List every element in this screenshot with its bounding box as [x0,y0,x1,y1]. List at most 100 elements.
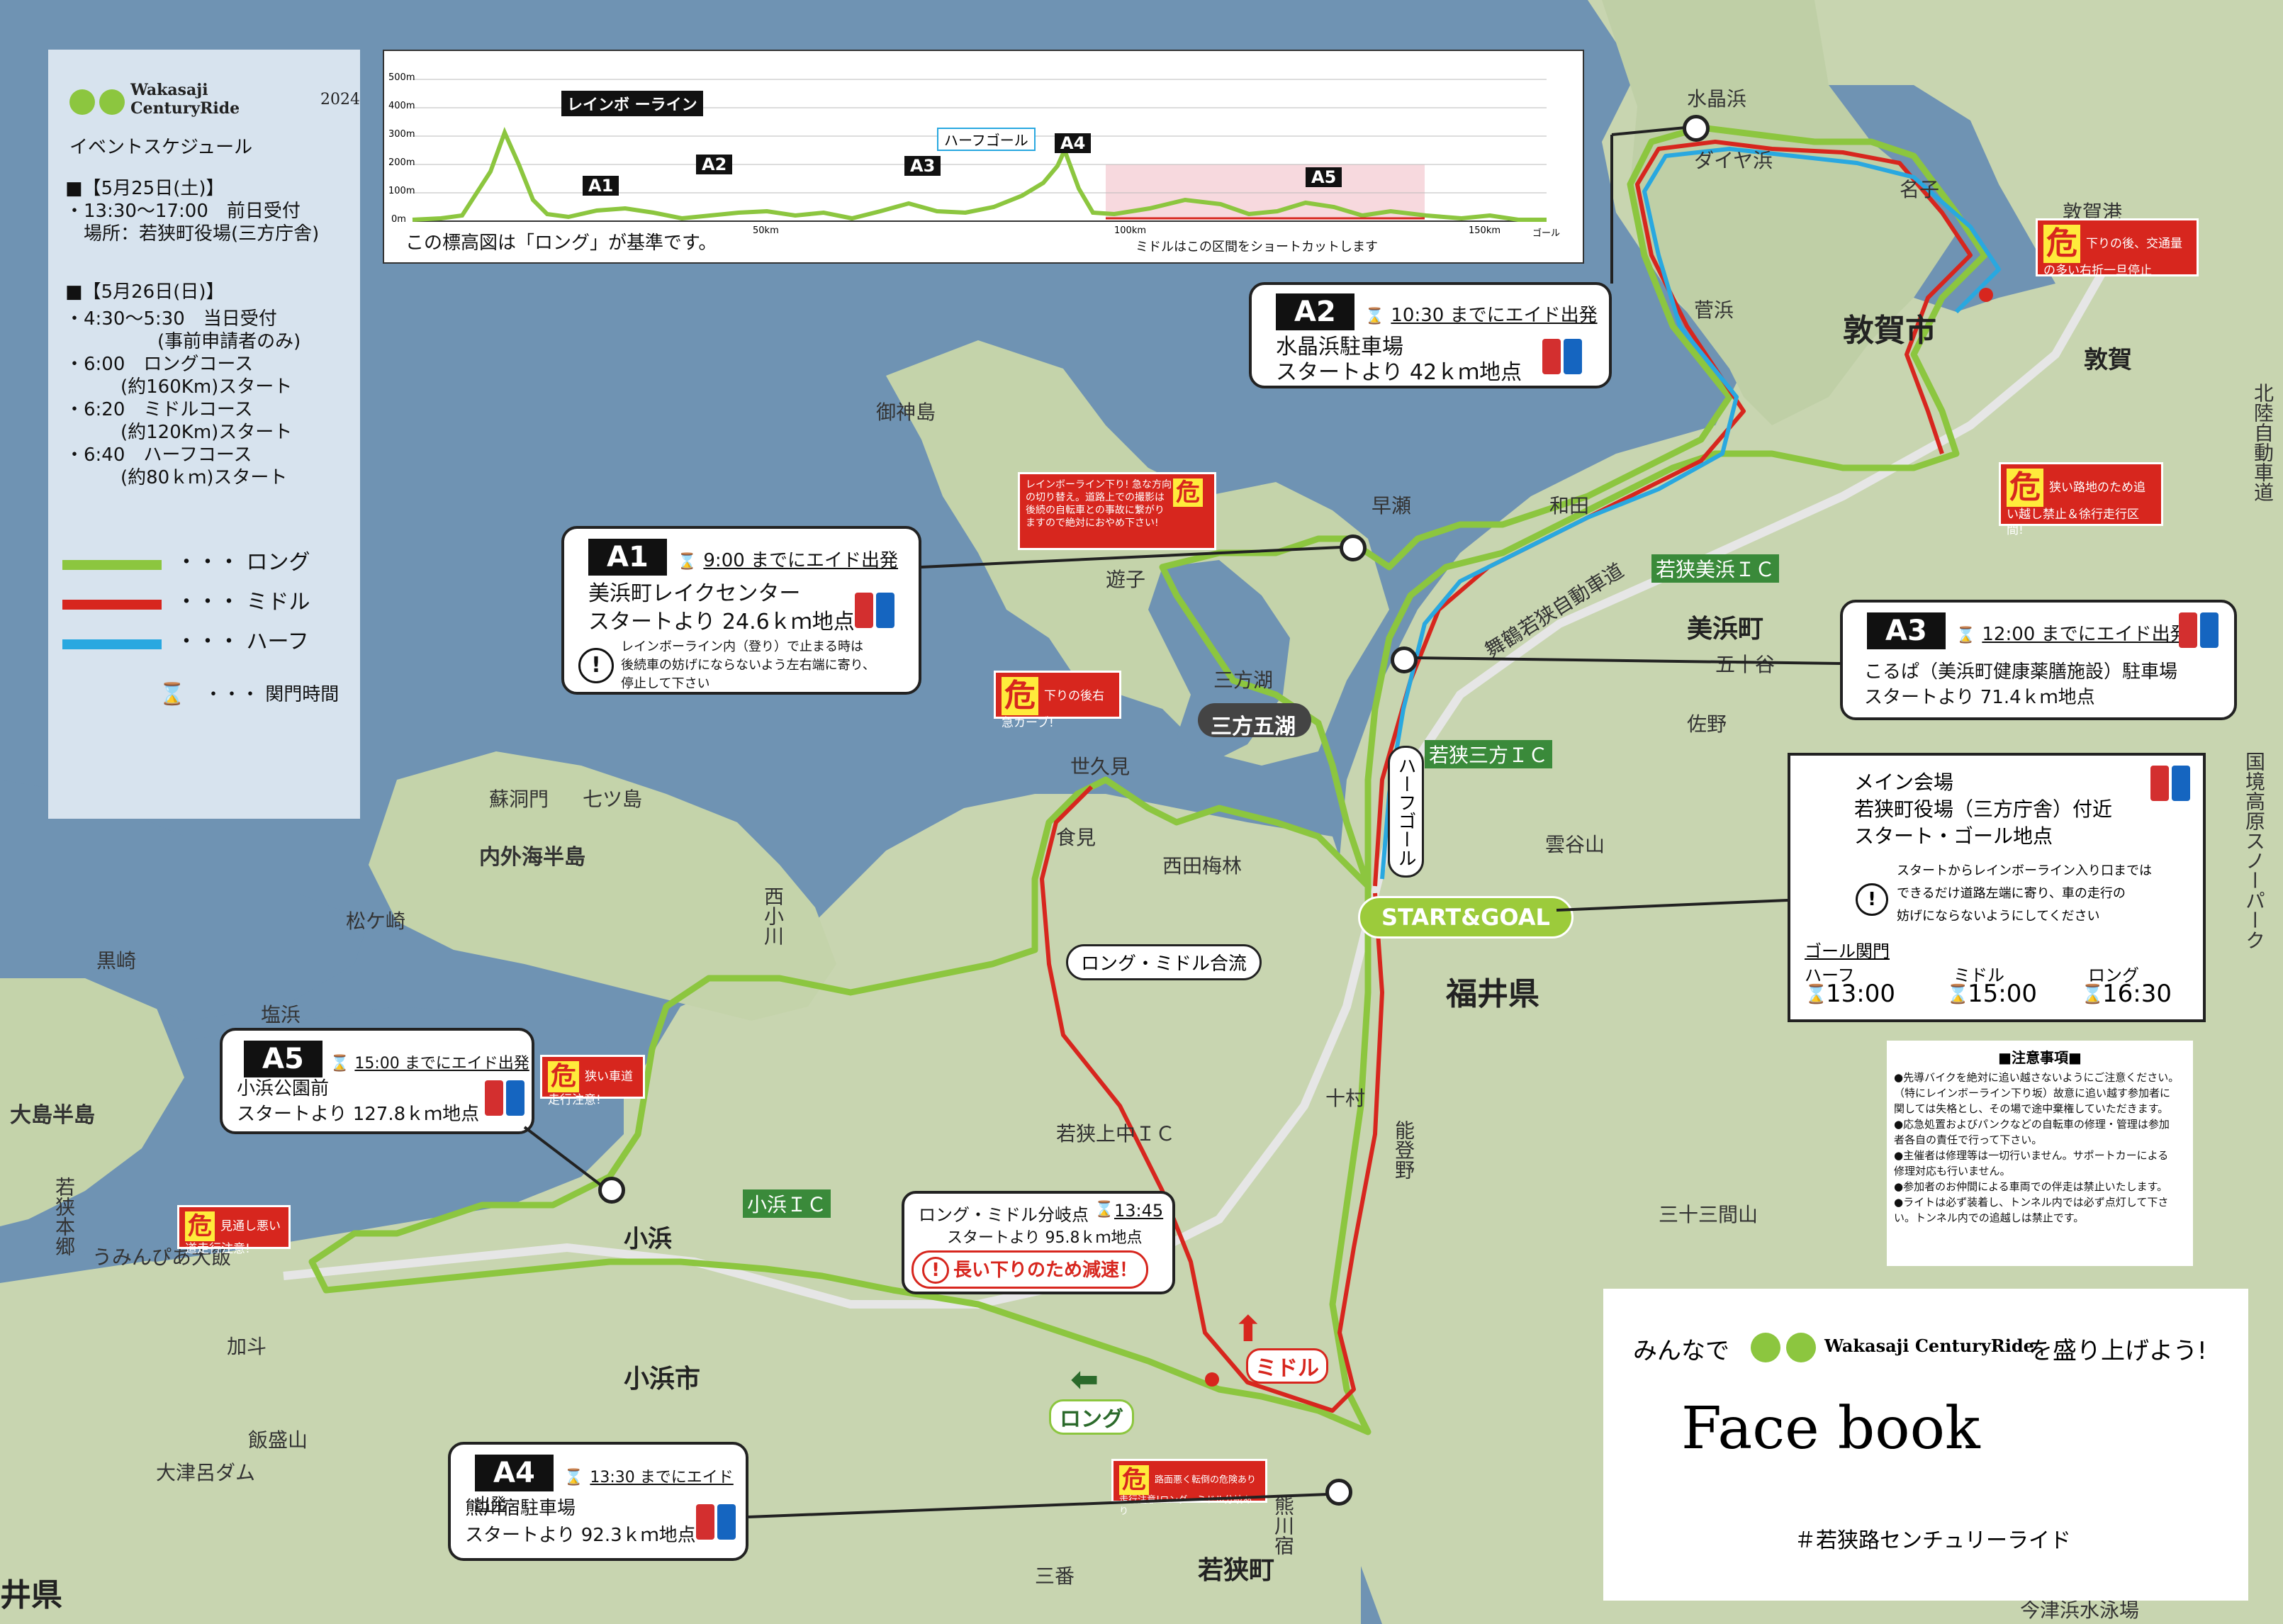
brand-logo: Wakasaji CenturyRide 2024 [69,81,360,118]
warning-icon: ! [922,1257,949,1284]
aid-note-a1: レインボーライン内（登り）で止まる時は [621,639,863,654]
branch-point[interactable]: ロング・ミドル分岐点 ⌛ 13:45 スタートより 95.8ｋｍ地点 !長い下り… [902,1191,1175,1294]
place-wakasa: 若狭町 [1198,1556,1275,1585]
schedule-heading: イベントスケジュール [69,137,253,158]
danger-kanji: 危 [185,1211,215,1241]
place-tomuro: 十村 [1325,1087,1366,1110]
legend-middle-swatch [62,600,162,610]
schedule-day2-line: ・4:30〜5:30 当日受付 [65,308,277,330]
hourglass-icon: ⌛ [330,1055,350,1073]
note-line: ●先導バイクを絶対に追い越さないようにご注意ください。 [1894,1071,2180,1084]
note-line: 関しては失格とし、その場で途中棄権していただきます。 [1894,1102,2169,1115]
waypoint-a5[interactable] [598,1177,625,1204]
gate-middle-name: ミドル [1953,965,2004,985]
danger-kanji: 危 [1002,677,1038,715]
fb-pre: みんなで [1633,1337,1729,1365]
note-line: ●主催者は修理等は一切行いません。サポートカーによる [1894,1149,2169,1162]
y-tick: 300m [388,129,415,140]
elevation-profile-line [412,126,1547,222]
place-wada: 和田 [1549,494,1590,517]
facebook-panel[interactable]: みんなで Wakasaji CenturyRide を盛り上げよう! Face … [1603,1289,2248,1601]
gate-long-time: 16:30 [2102,980,2172,1008]
aid-station-a3[interactable]: A3 ⌛ 12:00 までにエイド出発 こるぱ（美浜町健康薬膳施設）駐車場 スタ… [1840,600,2237,720]
aid-time-a3: 12:00 までにエイド出発 [1982,624,2189,645]
aid-station-a4[interactable]: A4 ⌛ 13:30 までにエイド出発 熊川宿駐車場 スタートより 92.3ｋｍ… [448,1442,748,1561]
x-tick: 150km [1469,225,1501,236]
x-tick: 100km [1114,225,1147,236]
danger-d5: 危狭い車道走行注意! [540,1055,645,1107]
place-unipia: うみんぴあ大飯 [92,1245,232,1269]
place-kumakawajuku: 熊川宿 [1272,1496,1295,1555]
place-hokuriku: 北陸自動車道 [2251,383,2274,502]
danger-d2: 危狭い路地のため追い越し禁止＆徐行走行区間! [1999,462,2163,537]
place-goshiki: 五十谷 [1715,653,1776,676]
fb-title[interactable]: Face book [1681,1395,1980,1462]
brand-year: 2024 [320,90,360,108]
venue-note: 妨げにならないようにしてください [1897,909,2100,924]
place-tsuruga-shi: 敦賀市 [1843,313,1936,349]
place-matsugasaki: 松ケ崎 [346,909,406,933]
legend: ・・・ ロング ・・・ ミドル ・・・ ハーフ ⌛ ・・・ 関門時間 [62,546,360,717]
toilet-icon [855,593,894,628]
danger-kanji: 危 [2007,469,2043,507]
aid-station-a5[interactable]: A5 ⌛ 15:00 までにエイド出発 小浜公園前 スタートより 127.8ｋｍ… [220,1028,534,1134]
place-seikyu: 世久見 [1070,755,1131,778]
place-mihama: 美浜町 [1687,615,1764,644]
waypoint-a2[interactable] [1683,115,1710,142]
x-tick: ゴール [1532,228,1561,239]
aid-place-a4: 熊川宿駐車場 [465,1498,576,1519]
venue-line: 若狭町役場（三方庁舎）付近 [1854,797,2113,821]
bicycle-icon [1751,1328,1819,1362]
aid-time-a4: 13:30 までにエイド出発 [475,1469,734,1513]
aid-place-a2: 水晶浜駐車場 [1276,335,1403,359]
place-nanashi: 七ツ島 [583,788,643,811]
aid-tag-a5: A5 [244,1041,322,1077]
schedule-day2-title: ■【5月26日(日)】 [65,281,225,303]
goal-gate-title: ゴール関門 [1805,941,1890,961]
fb-hashtag[interactable]: ＃若狭路センチュリーライド [1795,1528,2071,1553]
place-mihama-ic: 若狭美浜ＩＣ [1651,554,1780,583]
aid-place-a5: 小浜公園前 [237,1078,330,1099]
place-kanshoji: 蘇洞門 [489,788,549,811]
aid-tag-a2: A2 [1276,293,1354,330]
hourglass-icon: ⌛ [1946,984,1970,1005]
elevation-marker-a3: A3 [904,156,941,176]
fb-post: を盛り上げよう! [2029,1337,2207,1365]
aid-note-a1: 停止して下さい [621,676,710,691]
hourglass-icon: ⌛ [1956,627,1976,644]
place-nishiotsu: 西小川 [761,886,785,946]
place-daiyahama: ダイヤ浜 [1694,149,1773,172]
note-line: 修理対応も行いません。 [1894,1165,2011,1177]
place-mimi: 三十三間山 [1659,1203,1758,1226]
schedule-day2-line: (約80ｋｍ)スタート [65,467,288,488]
place-noto: 能登野 [1392,1120,1415,1180]
place-imazu: 今津浜水泳場 [2020,1598,2140,1622]
place-kutsumi: 御神島 [876,401,936,424]
branch-distance: スタートより 95.8ｋｍ地点 [947,1229,1143,1247]
place-tokugaki: 塩浜 [261,1003,301,1026]
venue-line: スタート・ゴール地点 [1854,824,2053,848]
danger-d7: 危路面悪く転倒の危険あり走行注意!ロング・ミドル分岐あり [1111,1459,1267,1517]
hourglass-icon: ⌛ [159,682,186,707]
waypoint-a4[interactable] [1325,1479,1352,1506]
place-obama-ic: 小浜ＩＣ [743,1189,831,1218]
legend-half: ・・・ ハーフ [62,625,360,665]
toilet-icon [1542,339,1582,374]
gate-long-name: ロング [2088,965,2139,985]
aid-station-a1[interactable]: A1 ⌛ 9:00 までにエイド出発 美浜町レイクセンター スタートより 24.… [561,526,921,695]
half-goal-vertical: ハーフゴール [1388,746,1424,878]
start-goal-label[interactable]: START&GOAL [1358,896,1574,939]
waypoint-a1[interactable] [1340,534,1367,561]
main-venue-panel[interactable]: メイン会場 若狭町役場（三方庁舎）付近 スタート・ゴール地点 ! スタートからレ… [1788,753,2206,1022]
venue-note: できるだけ道路左端に寄り、車の走行の [1897,886,2126,901]
place-kamo: 加斗 [227,1335,267,1358]
elevation-shortcut-note: ミドルはこの区間をショートカットします [1135,240,1378,254]
place-nago: 名子 [1900,178,1940,201]
aid-station-a2[interactable]: A2 ⌛ 10:30 までにエイド出発 水晶浜駐車場 スタートより 42ｋｍ地点 [1249,282,1612,388]
aid-distance-a3: スタートより 71.4ｋｍ地点 [1864,687,2095,708]
place-tokuya: 大津呂ダム [156,1461,256,1484]
waypoint-a3[interactable] [1391,646,1418,673]
gate-half-time: 13:00 [1826,980,1895,1008]
gate-half-name: ハーフ [1805,965,1855,985]
hourglass-icon: ⌛ [1364,308,1385,325]
